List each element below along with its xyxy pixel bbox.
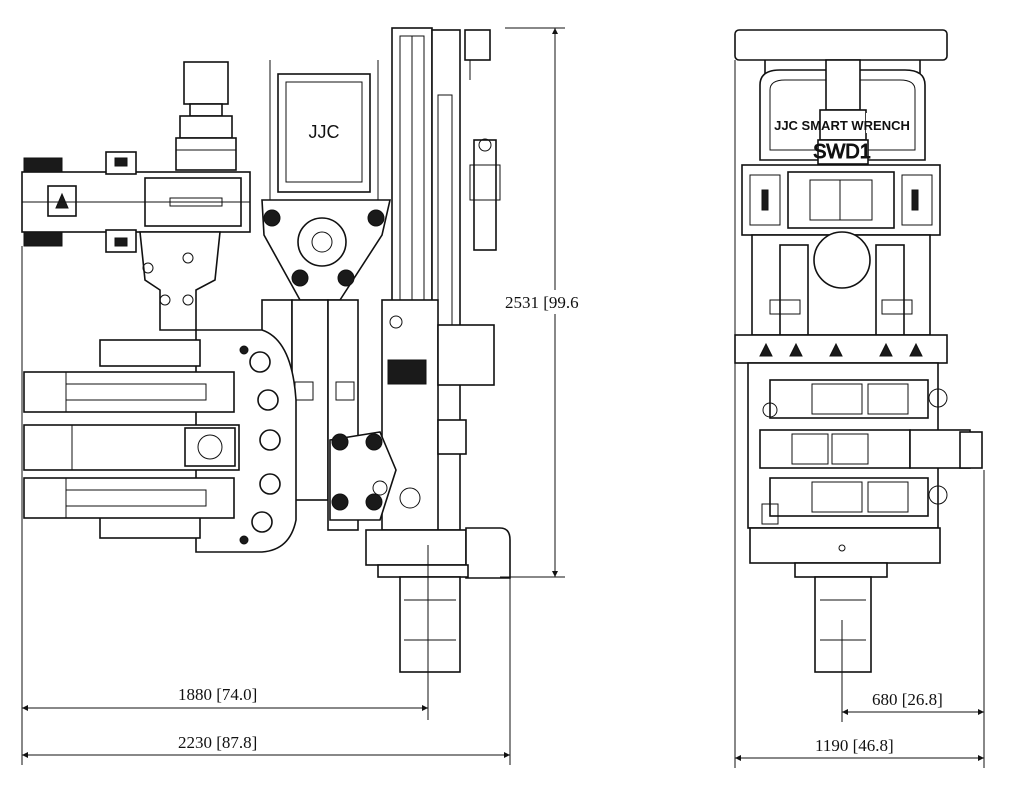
right-mid-plate [734,334,948,364]
left-gripper-jaws [23,371,240,519]
right-upper-housing [741,164,941,236]
right-top-motor [817,59,869,165]
left-overall-width-dimension: 2230 [87.8] [178,733,257,752]
right-center-width-dimension: 680 [26.8] [872,690,943,709]
left-dimensions: 2531 [99.6 1880 [74.0] 2230 [87.8] [21,27,605,765]
left-brand-plate: JJC [309,122,340,142]
left-upper-arm [21,151,251,253]
right-dimensions: 680 [26.8] 1190 [46.8] [734,60,985,768]
left-column-body [329,299,495,531]
right-overall-width-dimension: 1190 [46.8] [815,736,894,755]
left-base [365,527,511,673]
right-mid-section [751,231,931,336]
left-center-width-dimension: 1880 [74.0] [178,685,257,704]
left-height-dimension: 2531 [99.6 [505,293,579,312]
right-gripper-housing [747,362,983,529]
right-model-text: SWD1 [813,141,871,163]
right-brand-text: JJC SMART WRENCH [774,118,910,133]
left-side-view: JJC [21,27,511,673]
left-triangle-plate [261,199,392,301]
right-brand-area: JJC SMART WRENCH SWD1 [774,113,910,164]
left-top-motor [175,61,237,171]
left-hanger-bracket [139,231,221,331]
left-frame: JJC [269,60,379,200]
right-front-view: JJC SMART WRENCH SWD1 [734,29,983,673]
right-base [749,527,941,673]
